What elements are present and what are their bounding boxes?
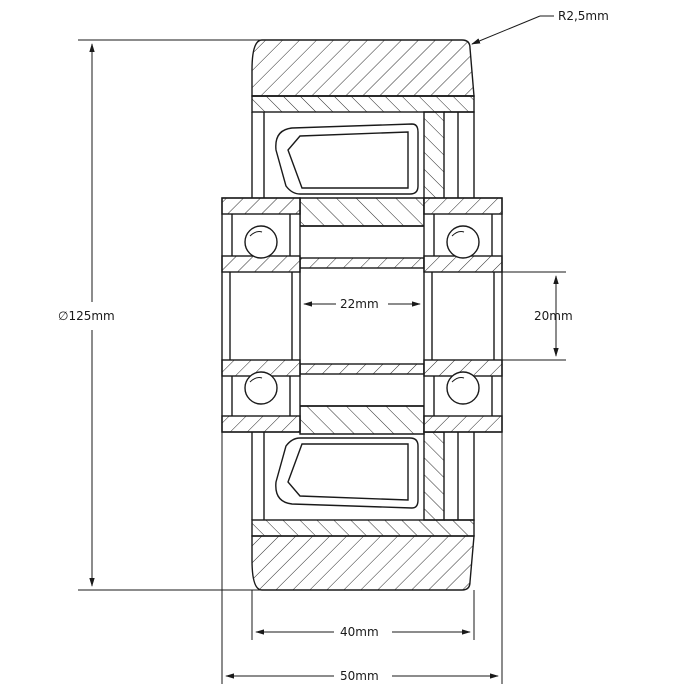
radius-label: R2,5mm bbox=[558, 9, 609, 23]
tyre-lower bbox=[251, 535, 475, 591]
bearing-right bbox=[423, 197, 503, 433]
tyre-upper bbox=[251, 39, 475, 97]
hub-width-label: 50mm bbox=[340, 669, 379, 683]
spacer-tube bbox=[299, 225, 425, 407]
hub-outline bbox=[251, 112, 265, 520]
bore-diameter-label: 20mm bbox=[534, 309, 573, 323]
dim-tread-width-lines bbox=[251, 590, 475, 640]
hub-web bbox=[423, 111, 475, 521]
hub-bore-lower bbox=[299, 405, 425, 435]
hub-rim-lower bbox=[251, 519, 475, 537]
dim-outer-diameter-lines bbox=[78, 39, 262, 591]
cavity-upper bbox=[275, 123, 419, 195]
outer-diameter-label: ∅125mm bbox=[58, 309, 115, 323]
hub-rim-upper bbox=[251, 95, 475, 113]
hub-bore-upper bbox=[299, 197, 425, 227]
bearing-left bbox=[221, 197, 301, 433]
tread-width-label: 40mm bbox=[340, 625, 379, 639]
bore-distance-label: 22mm bbox=[340, 297, 379, 311]
cavity-lower bbox=[275, 437, 419, 509]
dim-hub-width-lines bbox=[221, 432, 503, 684]
dim-radius-leader bbox=[471, 15, 554, 45]
dim-bore-diameter-lines bbox=[502, 271, 566, 361]
